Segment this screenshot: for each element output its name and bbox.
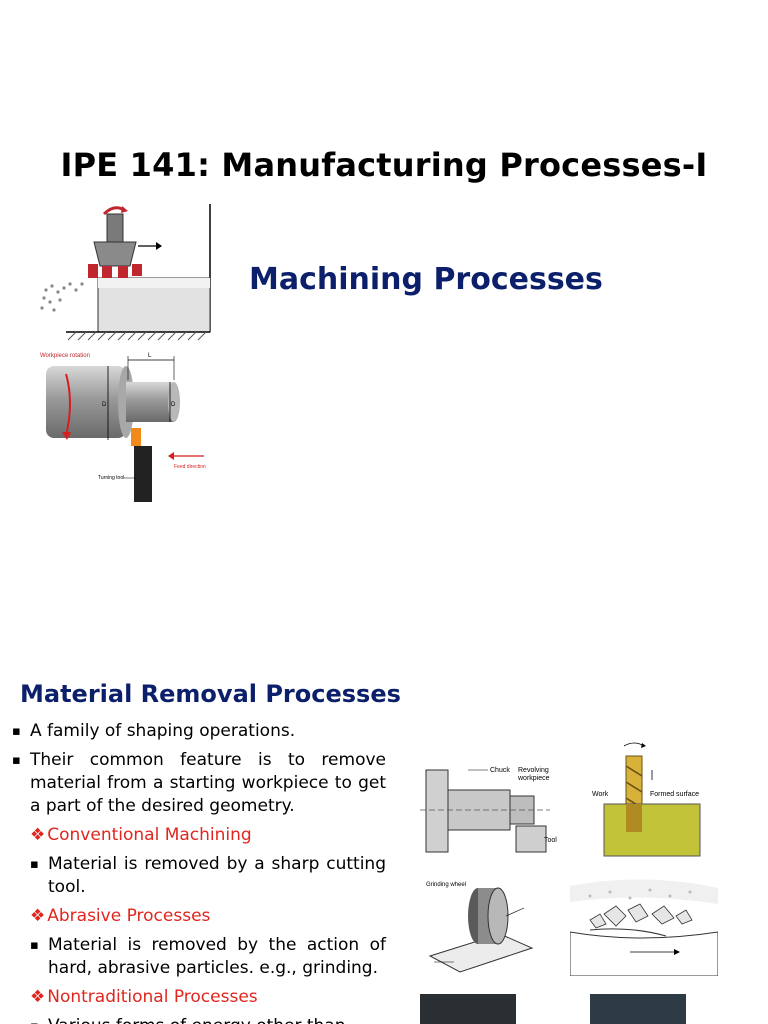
label-formed-surface: Formed surface <box>650 791 699 798</box>
label-work: Work <box>592 791 609 798</box>
category-detail: Material is removed by the action of har… <box>12 934 386 980</box>
slide-title: Material Removal Processes <box>20 680 401 708</box>
milling-illustration <box>40 204 211 341</box>
label-revolving: Revolving <box>518 767 549 774</box>
category-heading: ❖Conventional Machining <box>30 825 252 845</box>
label-turning-tool: Turning tool <box>98 475 124 481</box>
diamond-bullet-icon: ❖ <box>30 825 46 845</box>
turning-illustration: Workpiece rotation D D L Feed direction … <box>40 353 206 502</box>
category-detail: Material is removed by a sharp cutting t… <box>12 853 386 899</box>
diamond-bullet-icon: ❖ <box>30 987 46 1007</box>
label-workpiece: workpiece <box>517 775 550 782</box>
content-slide: Material Removal Processes A family of s… <box>0 660 768 1024</box>
category-detail: Various forms of energy other than <box>12 1015 386 1024</box>
label-workpiece-rotation: Workpiece rotation <box>40 353 90 359</box>
bullet-item: Their common feature is to remove materi… <box>12 749 386 818</box>
label-length: L <box>148 353 152 359</box>
title-slide: IPE 141: Manufacturing Processes-I <box>40 146 708 502</box>
category-heading: ❖Abrasive Processes <box>30 906 211 926</box>
machine-photo-right <box>590 994 686 1024</box>
label-tool: Tool <box>544 837 557 844</box>
drilling-figure: Work Formed surface <box>592 742 701 857</box>
lathe-figure: Chuck Revolving workpiece Tool <box>420 756 562 862</box>
label-feed-direction: Feed direction <box>174 464 206 470</box>
machine-photo-left <box>420 994 516 1024</box>
grinding-figure: Grinding wheel <box>426 882 534 973</box>
diamond-bullet-icon: ❖ <box>30 906 46 926</box>
category-heading: ❖Nontraditional Processes <box>30 987 258 1007</box>
section-title: Machining Processes <box>249 262 603 297</box>
bullet-item: A family of shaping operations. <box>12 720 386 743</box>
abrasive-figure <box>570 879 718 976</box>
label-grinding-wheel: Grinding wheel <box>426 882 466 888</box>
bullet-list: A family of shaping operations. Their co… <box>12 720 386 1024</box>
course-title: IPE 141: Manufacturing Processes-I <box>60 146 708 184</box>
label-d0: D <box>102 402 107 408</box>
label-d1: D <box>171 402 176 408</box>
label-chuck: Chuck <box>490 767 510 774</box>
